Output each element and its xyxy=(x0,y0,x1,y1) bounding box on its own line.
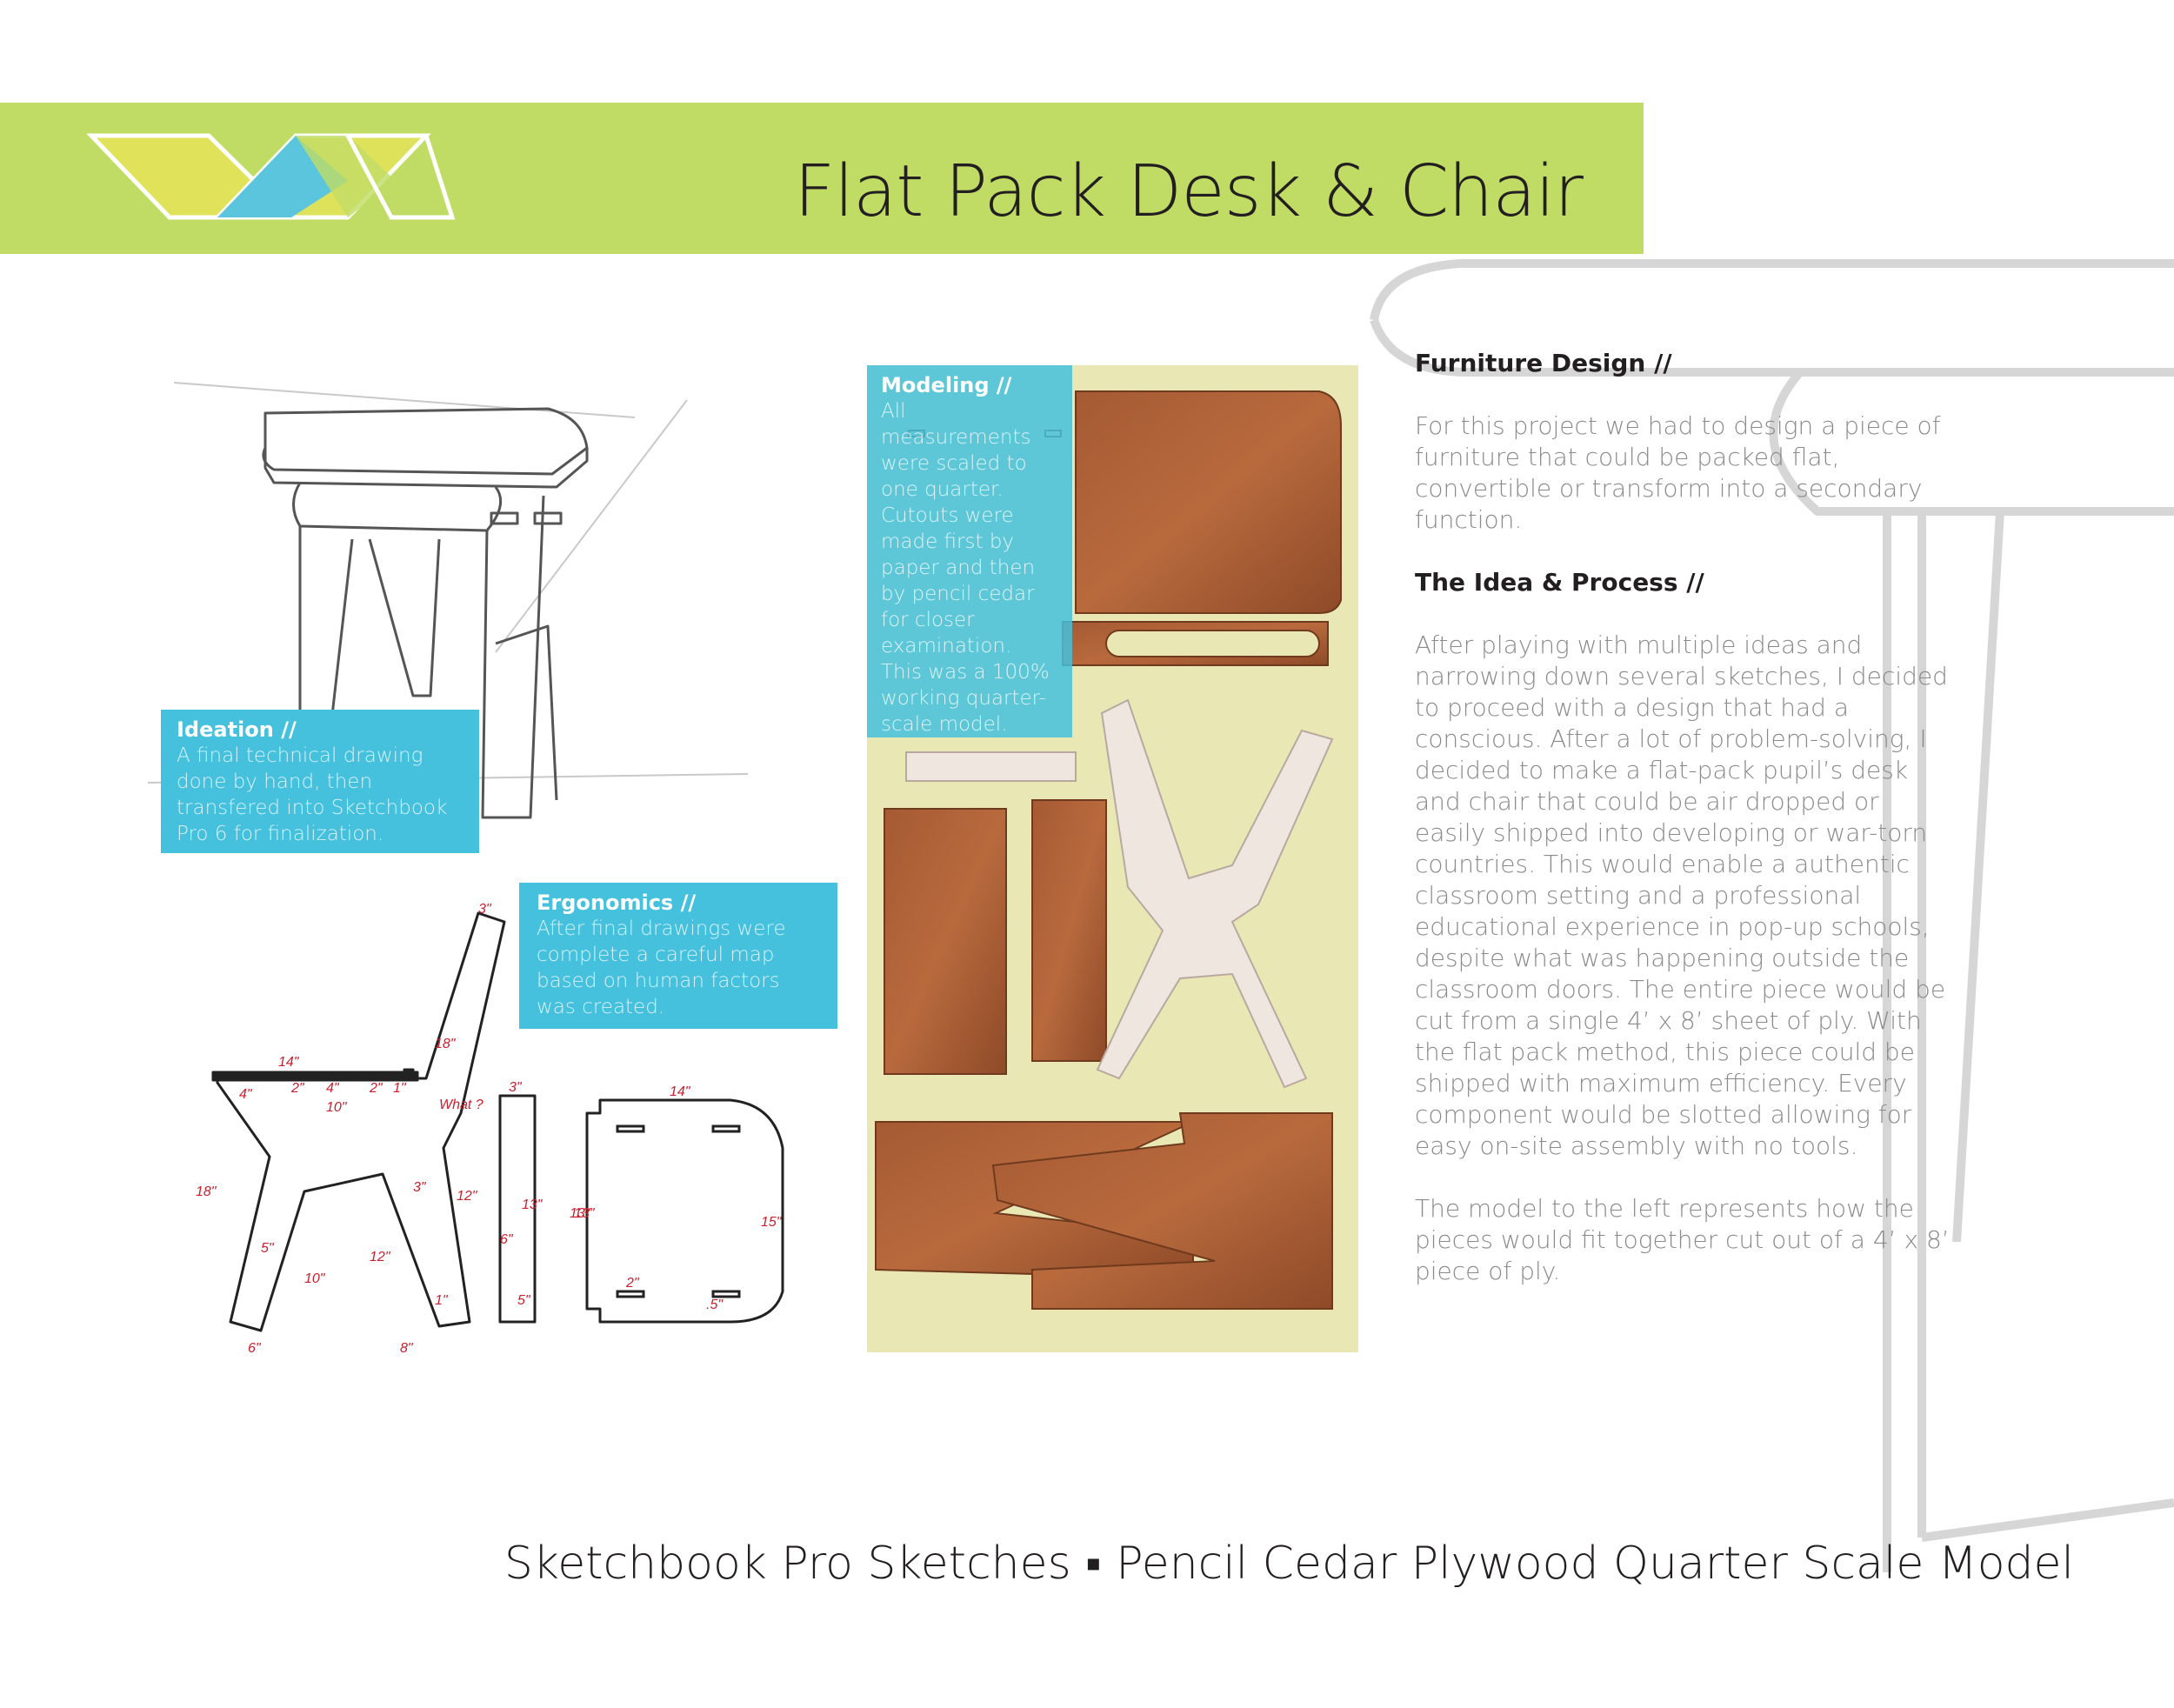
sketch-label-slat-h2: 13" xyxy=(570,1206,591,1221)
sketch-label-slot-d: 1" xyxy=(393,1081,407,1096)
chair-ergonomics-sketch: 14" 10" 4" 2" 4" 2" 1" 18" 10" 12" 6" 8"… xyxy=(196,902,784,1356)
sketch-label-misc-c: 1" xyxy=(435,1293,449,1308)
sketch-label-slat-h: 13" xyxy=(522,1198,544,1212)
sketch-label-back-note: What ? xyxy=(439,1098,483,1112)
sketch-label-slot-b: 4" xyxy=(326,1081,340,1096)
sketch-label-top-dim: 3" xyxy=(478,902,492,917)
sketch-label-panel-h: 13" xyxy=(574,1206,596,1221)
article-text: Furniture Design // For this project we … xyxy=(1415,348,1954,1287)
sketch-label-slat-side: 6" xyxy=(500,1232,514,1247)
sketch-label-foot-right: 8" xyxy=(400,1341,414,1356)
plywood-model-photo xyxy=(875,390,1342,1310)
sketch-label-leg-height: 10" xyxy=(304,1271,326,1286)
ideation-heading: Ideation // xyxy=(177,717,297,742)
sketch-label-slat-top: 3" xyxy=(509,1080,523,1095)
ergonomics-caption: Ergonomics // After final drawings were … xyxy=(519,883,837,1029)
ergonomics-heading: Ergonomics // xyxy=(537,891,697,915)
sketch-label-misc-a: 3" xyxy=(413,1180,427,1195)
idea-process-body: After playing with multiple ideas and na… xyxy=(1415,630,1948,1160)
sketch-label-slot-a: 2" xyxy=(290,1081,305,1096)
ideation-caption: Ideation // A final technical drawing do… xyxy=(161,710,479,853)
idea-process-heading: The Idea & Process // xyxy=(1415,568,1704,597)
modeling-body: All measurements were scaled to one quar… xyxy=(881,400,1050,736)
ergonomics-body: After final drawings were complete a car… xyxy=(537,917,786,1018)
model-note-body: The model to the left represents how the… xyxy=(1415,1194,1950,1285)
sketch-label-panel-w: 14" xyxy=(670,1084,691,1099)
footer-caption: Sketchbook Pro Sketches ▪ Pencil Cedar P… xyxy=(503,1538,2074,1590)
sketch-label-misc-b: 5" xyxy=(261,1241,275,1256)
ideation-body: A final technical drawing done by hand, … xyxy=(177,744,448,845)
background-desk-outline xyxy=(1370,259,2174,1572)
sketch-label-back-len: 18" xyxy=(435,1037,457,1051)
sketch-label-leg-height2: 12" xyxy=(370,1250,391,1264)
sketch-label-panel-slot: 2" xyxy=(625,1276,640,1291)
furniture-design-heading: Furniture Design // xyxy=(1415,349,1672,377)
sketch-label-seat-left: 4" xyxy=(239,1087,253,1102)
modeling-heading: Modeling // xyxy=(881,373,1012,397)
sketch-label-seat-width: 14" xyxy=(278,1055,300,1070)
sketch-label-seat-inner: 10" xyxy=(326,1100,348,1115)
sketch-label-foot-left: 6" xyxy=(248,1341,262,1356)
page-title: Flat Pack Desk & Chair xyxy=(794,150,1584,233)
sketch-label-front-height: 18" xyxy=(196,1184,217,1199)
modeling-caption: Modeling // All measurements were scaled… xyxy=(867,365,1072,737)
sketch-label-slat-bottom: 5" xyxy=(517,1293,531,1308)
furniture-design-body: For this project we had to design a piec… xyxy=(1415,411,1941,534)
sketch-label-slot-c: 2" xyxy=(369,1081,383,1096)
desk-technical-drawing xyxy=(148,382,748,819)
chevron-logo-icon xyxy=(87,133,456,220)
sketch-label-panel-r: 15" xyxy=(761,1215,783,1230)
sketch-label-panel-sm: .5" xyxy=(706,1298,724,1312)
sketch-label-side-dim: 12" xyxy=(457,1189,478,1204)
